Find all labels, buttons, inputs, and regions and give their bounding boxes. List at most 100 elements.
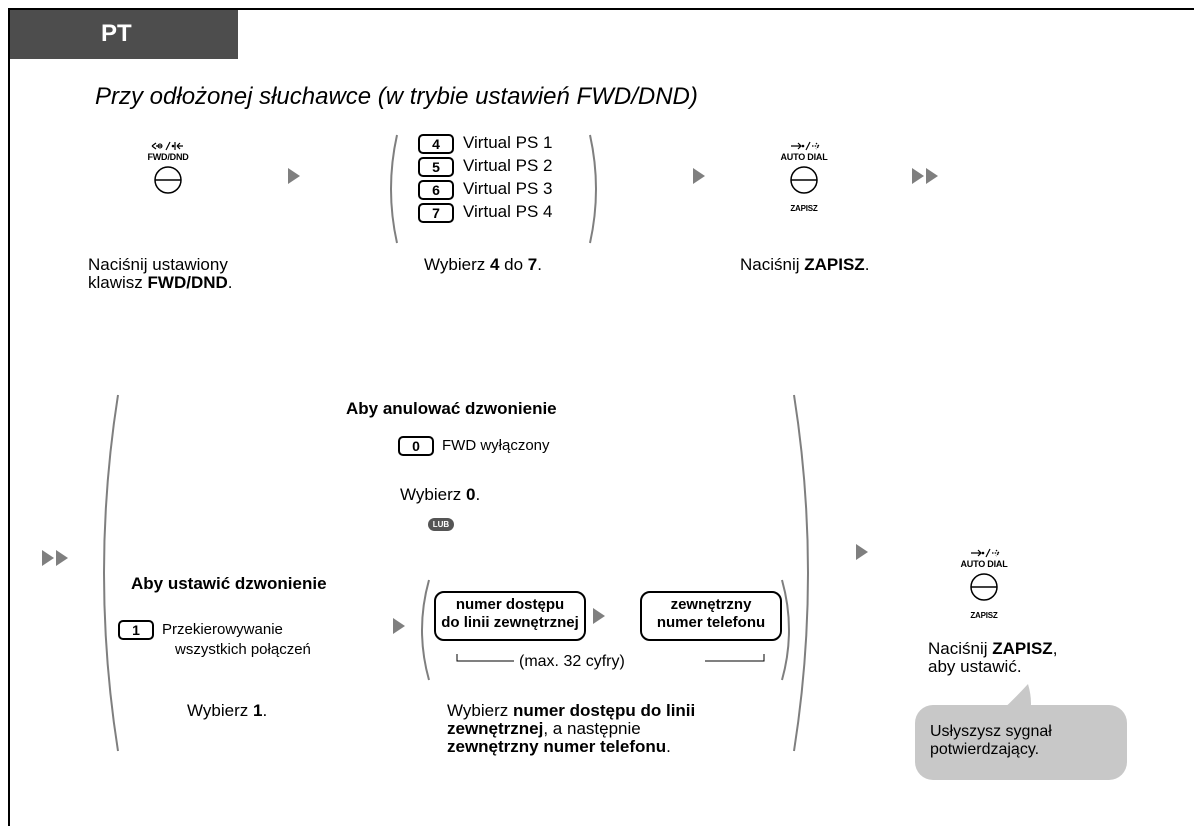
step2-caption-bold1: 4 [489, 255, 500, 274]
set-caption-bold: 1 [252, 701, 263, 720]
left-paren-icon [390, 134, 398, 244]
section-heading: Przy odłożonej słuchawce (w trybie ustaw… [95, 83, 698, 110]
step3-caption-bold: ZAPISZ [804, 255, 865, 274]
key-row[interactable]: 6 Virtual PS 3 [418, 179, 552, 201]
pt-tab-label: PT [101, 20, 132, 47]
range-bracket-left-icon [456, 654, 514, 662]
access-number-box: numer dostępu do linii zewnętrznej [434, 591, 586, 641]
cancel-caption-suffix: . [475, 485, 481, 504]
set-caption-prefix: Wybierz [187, 701, 253, 720]
final-caption-line1: Naciśnij ZAPISZ, [928, 640, 1057, 658]
final-caption-bold: ZAPISZ [992, 639, 1053, 658]
auto-dial-symbol-icon [791, 141, 820, 151]
caption-bold1: numer dostępu do linii [512, 701, 696, 720]
key-label: Virtual PS 4 [463, 202, 553, 221]
final-caption: Naciśnij ZAPISZ, aby ustawić. [928, 640, 1057, 676]
set-external-caption-line1: Wybierz numer dostępu do linii [447, 702, 695, 720]
arrow-right-icon [593, 608, 605, 624]
dial-key-1[interactable]: 1 [118, 620, 154, 640]
set-caption: Wybierz 1. [187, 702, 267, 720]
range-bracket-right-icon [705, 654, 765, 662]
auto-dial-symbol-icon [971, 548, 1000, 558]
dial-key-4[interactable]: 4 [418, 133, 454, 154]
set-title: Aby ustawić dzwonienie [131, 574, 327, 593]
final-caption-line2: aby ustawić. [928, 657, 1022, 676]
key-label: Virtual PS 1 [463, 133, 553, 152]
caption-bold3: zewnętrzny numer telefonu [447, 737, 667, 756]
fwd-dnd-button[interactable]: FWD/DND [143, 140, 193, 200]
bubble-line2: potwierdzający. [930, 741, 1040, 758]
key-row[interactable]: 7 Virtual PS 4 [418, 202, 552, 224]
set-key-label-line2: wszystkich połączeń [175, 641, 311, 658]
bubble-text: Usłyszysz sygnał potwierdzający. [930, 723, 1052, 759]
set-external-caption-line3: zewnętrzny numer telefonu. [447, 738, 695, 756]
pt-tab: PT [10, 10, 238, 59]
dial-key-0[interactable]: 0 [398, 436, 434, 456]
or-badge: LUB [428, 518, 454, 531]
access-number-box-line1: numer dostępu [455, 596, 565, 613]
step1-caption-prefix: klawisz [88, 273, 148, 292]
external-number-box-line1: zewnętrzny [670, 596, 752, 613]
step2-caption-bold2: 7 [527, 255, 538, 274]
set-key-label-line1: Przekierowywanie [162, 620, 283, 638]
fwd-dnd-button-label: FWD/DND [147, 152, 189, 162]
step1-caption-line1: Naciśnij ustawiony [88, 255, 228, 274]
cancel-key-label: FWD wyłączony [442, 436, 550, 454]
cancel-caption-bold: 0 [465, 485, 476, 504]
max-digits-label: (max. 32 cyfry) [519, 653, 625, 670]
caption-bold2: zewnętrznej [447, 719, 544, 738]
caption-suffix: . [666, 737, 671, 756]
frame-top-border [8, 8, 1194, 10]
frame-left-border [8, 8, 10, 826]
set-caption-suffix: . [262, 701, 268, 720]
final-caption-prefix: Naciśnij [928, 639, 993, 658]
button-circle-icon [970, 573, 998, 601]
set-external-caption-line2: zewnętrznej, a następnie [447, 720, 695, 738]
arrow-right-icon [288, 168, 300, 184]
continued-arrow-icon [42, 550, 68, 566]
step2-caption-suffix: . [537, 255, 542, 274]
dial-key-5[interactable]: 5 [418, 156, 454, 177]
auto-dial-label: AUTO DIAL [780, 152, 828, 162]
caption-prefix: Wybierz [447, 701, 513, 720]
right-paren-icon [589, 134, 597, 244]
step3-caption-suffix: . [864, 255, 870, 274]
zapisz-label: ZAPISZ [790, 204, 818, 213]
step3-caption: Naciśnij ZAPISZ. [740, 256, 869, 274]
arrow-right-icon [693, 168, 705, 184]
auto-dial-label: AUTO DIAL [960, 559, 1008, 569]
dial-key-7[interactable]: 7 [418, 202, 454, 223]
final-caption-suffix: , [1052, 639, 1058, 658]
set-external-caption: Wybierz numer dostępu do linii zewnętrzn… [447, 702, 695, 756]
button-circle-icon [154, 166, 182, 194]
cancel-caption-prefix: Wybierz [400, 485, 466, 504]
external-number-box-line2: numer telefonu [656, 614, 766, 631]
auto-dial-store-button[interactable]: AUTO DIAL ZAPISZ [774, 140, 834, 220]
access-number-box-line2: do linii zewnętrznej [441, 614, 579, 631]
big-right-paren-icon [793, 394, 809, 752]
step3-caption-prefix: Naciśnij [740, 255, 805, 274]
final-auto-dial-store-button[interactable]: AUTO DIAL ZAPISZ [954, 547, 1014, 627]
inner-left-paren-icon [421, 579, 430, 681]
arrow-right-icon [856, 544, 868, 560]
set-key-row[interactable]: 1 Przekierowywanie [118, 620, 283, 642]
confirmation-bubble: Usłyszysz sygnał potwierdzający. [915, 705, 1127, 780]
cancel-title: Aby anulować dzwonienie [346, 399, 557, 418]
step1-caption-suffix: . [227, 273, 233, 292]
step1-caption: Naciśnij ustawiony klawisz FWD/DND. [88, 256, 233, 292]
step2-caption: Wybierz 4 do 7. [424, 256, 542, 274]
step1-caption-line2: klawisz FWD/DND. [88, 274, 233, 292]
caption-mid: , a następnie [543, 719, 641, 738]
key-label: Virtual PS 3 [463, 179, 553, 198]
inner-right-paren-icon [781, 579, 790, 681]
zapisz-label: ZAPISZ [970, 611, 998, 620]
step1-caption-bold: FWD/DND [147, 273, 228, 292]
key-row[interactable]: 4 Virtual PS 1 [418, 133, 552, 155]
cancel-key-row[interactable]: 0 FWD wyłączony [398, 436, 550, 458]
big-left-paren-icon [103, 394, 119, 752]
cancel-caption: Wybierz 0. [400, 486, 480, 504]
dial-key-6[interactable]: 6 [418, 179, 454, 200]
continue-arrow-icon [912, 168, 938, 184]
